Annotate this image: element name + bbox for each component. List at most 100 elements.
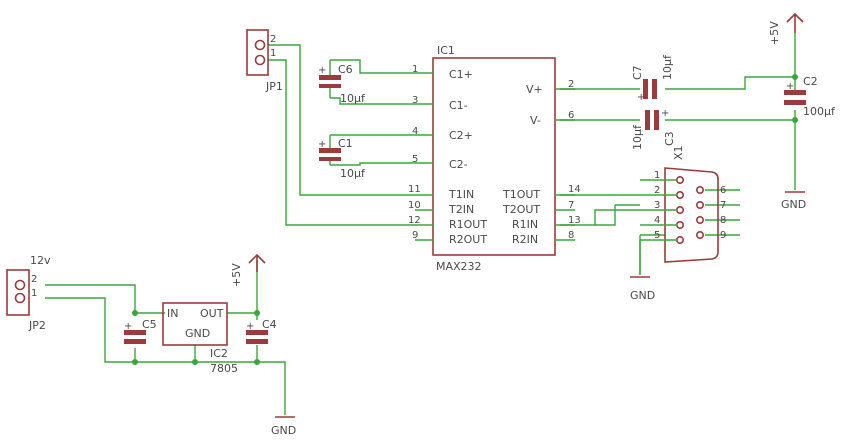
c1-polarity: +	[318, 139, 326, 150]
jp1-pin-top: 2	[270, 34, 276, 45]
ic1-part: MAX232	[436, 260, 482, 273]
capacitor-c4: + C4	[246, 318, 277, 344]
capacitor-c1: + C1 10µf	[318, 135, 366, 180]
ic1-pin-6: 6 V-	[530, 110, 575, 127]
ic1-pin-number: 4	[412, 126, 418, 137]
capacitor-c2: + C2 100µf	[784, 75, 836, 118]
ic1-pin-name: C1-	[449, 99, 468, 112]
ic1-pin-2: 2 V+	[526, 79, 575, 96]
vcc-top-label: +5V	[768, 21, 781, 45]
x1-pin: 1	[654, 170, 660, 181]
ic1-pin-name: T1IN	[448, 188, 474, 201]
x1-pin: 7	[720, 200, 726, 211]
ic1-pin-number: 3	[412, 95, 418, 106]
c2-ref: C2	[803, 75, 818, 88]
c3-value: 10µf	[631, 124, 644, 150]
c5-polarity: +	[124, 321, 132, 332]
c6-ref: C6	[338, 63, 353, 76]
jp2-label: 12v	[30, 254, 51, 267]
ic1-pin-9: 9 R2OUT	[412, 230, 487, 246]
ic1-pin-name: C2-	[449, 158, 468, 171]
ic1-pin-number: 1	[412, 64, 418, 75]
junction-dots	[132, 74, 798, 365]
ic1-pin-name: T1OUT	[502, 188, 540, 201]
ic2-in: IN	[167, 307, 178, 320]
ic1-max232: IC1 MAX232 1 C1+ 3 C1- 4 C2+ 5 C2- 11 T1…	[408, 44, 581, 273]
c7-value: 10µf	[661, 54, 674, 80]
ic1-pin-name: R2IN	[512, 233, 538, 246]
ic1-pin-number: 9	[412, 230, 418, 241]
ic1-pin-number: 13	[568, 215, 581, 226]
c1-value: 10µf	[340, 167, 366, 180]
ic1-pin-7: 7 T2OUT	[502, 200, 575, 216]
ic1-pin-12: 12 R1OUT	[408, 215, 487, 231]
ic1-pin-number: 6	[568, 110, 574, 121]
capacitor-c7: + C7 10µf	[631, 54, 674, 103]
ic1-pin-number: 12	[408, 215, 421, 226]
c4-polarity: +	[246, 321, 254, 332]
ic1-pin-8: 8 R2IN	[512, 230, 575, 246]
capacitor-c6: + C6 10µf	[318, 60, 366, 105]
jp2-pin-top: 2	[31, 274, 37, 285]
ic1-pin-name: T2IN	[448, 203, 474, 216]
x1-pin: 8	[720, 215, 726, 226]
jp2-header: 2 1 12v JP2	[6, 254, 51, 332]
vcc-supply-top: +5V	[768, 12, 804, 45]
c3-ref: C3	[663, 131, 676, 146]
gnd-reg: GND	[271, 416, 296, 437]
vcc-supply-reg: +5V	[230, 253, 266, 287]
capacitor-c3: + 10µf C3	[631, 108, 676, 150]
ic1-pin-3: 3 C1-	[412, 95, 468, 112]
ic1-pin-5: 5 C2-	[412, 154, 468, 171]
ic1-pin-14: 14 T1OUT	[502, 184, 581, 201]
ic1-pin-name: V+	[526, 83, 543, 96]
ic1-pin-name: R2OUT	[449, 233, 487, 246]
c7-polarity: +	[637, 92, 645, 103]
ic1-pin-name: V-	[530, 114, 541, 127]
ic1-ref: IC1	[437, 44, 455, 57]
c1-ref: C1	[338, 137, 353, 150]
ic2-part: 7805	[210, 362, 238, 375]
ic1-pin-number: 14	[568, 184, 581, 195]
ic1-pin-name: C2+	[449, 129, 473, 142]
gnd-c2: GND	[781, 191, 806, 211]
c2-polarity: +	[786, 81, 794, 92]
gnd-x1-label: GND	[630, 289, 655, 302]
ic2-ref: IC2	[210, 347, 228, 360]
c2-value: 100µf	[803, 105, 836, 118]
x1-pin: 2	[654, 185, 660, 196]
x1-pin: 5	[654, 230, 660, 241]
ic2-gnd: GND	[185, 327, 210, 340]
x1-pin: 6	[720, 185, 726, 196]
x1-pin: 9	[720, 230, 726, 241]
c4-ref: C4	[262, 318, 277, 331]
jp1-header: 2 1 JP1	[246, 29, 283, 93]
vcc-reg-label: +5V	[230, 263, 243, 287]
c3-polarity: +	[661, 108, 669, 119]
ic1-pin-1: 1 C1+	[412, 64, 473, 81]
gnd-x1: GND	[630, 240, 655, 302]
ic1-pin-number: 2	[568, 79, 574, 90]
ic1-pin-number: 5	[412, 154, 418, 165]
gnd-c2-label: GND	[781, 198, 806, 211]
ic1-pin-name: T2OUT	[502, 203, 540, 216]
c6-polarity: +	[318, 65, 326, 76]
c6-value: 10µf	[340, 92, 366, 105]
x1-pin: 4	[654, 215, 660, 226]
ic1-pin-number: 10	[408, 200, 421, 211]
ic1-pin-name: C1+	[449, 68, 473, 81]
gnd-reg-label: GND	[271, 424, 296, 437]
jp2-pin-bottom: 1	[31, 288, 37, 299]
ic1-pin-name: R1OUT	[449, 218, 487, 231]
capacitor-c5: + C5	[124, 318, 157, 344]
jp1-pin-bottom: 1	[270, 48, 276, 59]
ic2-7805: IN OUT GND IC2 7805	[162, 302, 238, 375]
jp2-ref: JP2	[28, 319, 46, 332]
ic1-pin-number: 8	[568, 230, 574, 241]
ic1-pin-name: R1IN	[512, 218, 538, 231]
c5-ref: C5	[142, 318, 157, 331]
x1-db9-connector: X1 1 2 3 4 5 6 7 8 9	[615, 145, 726, 263]
ic1-pin-11: 11 T1IN	[408, 184, 474, 201]
ic1-pin-number: 7	[568, 200, 574, 211]
